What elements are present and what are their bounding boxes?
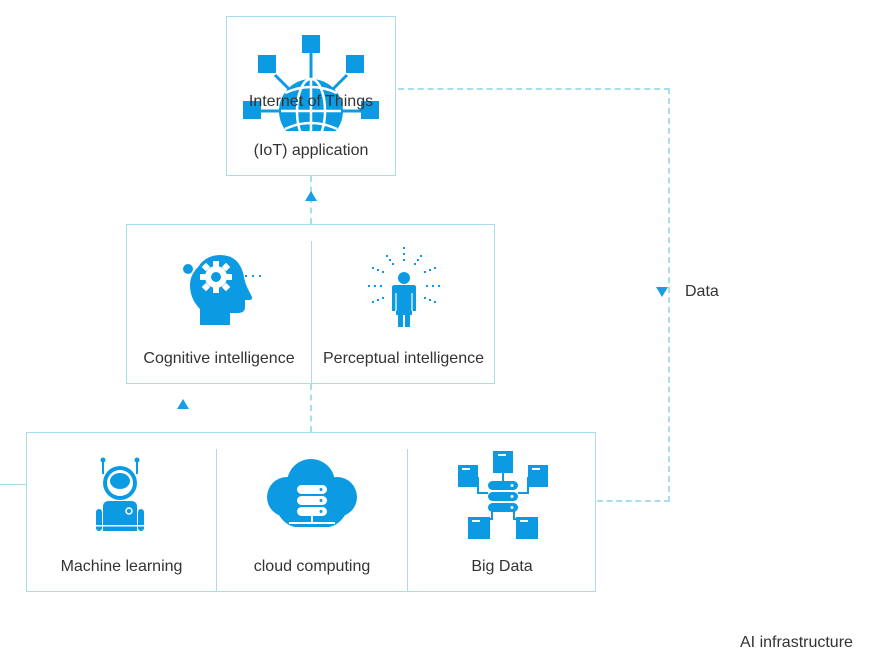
data-flow-line-bottom [597,500,670,502]
data-label: Data [685,283,719,300]
person-sensing-icon [368,247,440,327]
connector-infra-to-intel [310,384,312,432]
cognitive-intelligence-label: Cognitive intelligence [143,350,295,367]
ai-infrastructure-box: Machine learning clo [26,432,596,592]
perceptual-intelligence-label: Perceptual intelligence [323,350,484,367]
head-gear-icon [183,255,253,325]
ellipsis-dots-icon [245,275,261,277]
perceptual-intelligence-cell: Perceptual intelligence [312,225,495,383]
left-connector-line [0,484,27,485]
iot-application-box: Internet of Things (IoT) application [226,16,396,176]
cognitive-intelligence-cell: Cognitive intelligence [127,225,311,383]
iot-title-line1: Internet of Things [248,93,374,110]
database-network-icon [458,451,548,539]
cloud-computing-cell: cloud computing [217,433,407,591]
big-data-cell: Big Data [408,433,596,591]
machine-learning-cell: Machine learning [27,433,216,591]
cloud-server-icon [267,459,357,527]
ai-infrastructure-caption: AI infrastructure [740,634,853,651]
globe-network-icon [243,35,379,131]
data-flow-line-right [668,88,670,502]
infrastructure-divider-1 [216,449,217,592]
intelligence-divider [311,241,312,384]
data-flow-line-top [398,88,670,90]
arrow-up-to-intelligence [177,399,189,409]
data-flow-arrow [656,287,668,297]
iot-title-line2: (IoT) application [253,142,369,159]
intelligence-box: Cognitive intelligence [126,224,495,384]
cloud-computing-label: cloud computing [253,558,371,575]
infrastructure-divider-2 [407,449,408,592]
machine-learning-label: Machine learning [60,558,183,575]
big-data-label: Big Data [471,558,533,575]
arrow-up-to-iot [305,191,317,201]
robot-icon [96,457,144,531]
